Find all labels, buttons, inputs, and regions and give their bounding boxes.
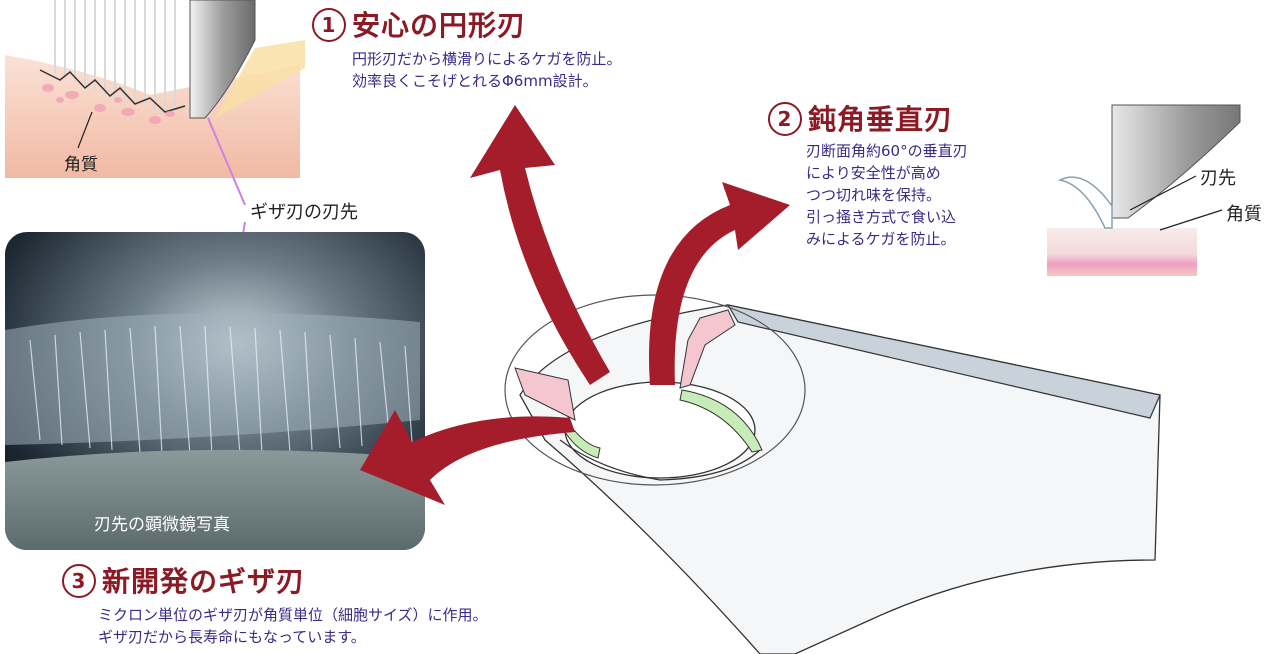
callus-leader-line xyxy=(77,111,93,149)
section1-description: 円形刃だから横滑りによるケガを防止。 効率良くこそげとれるΦ6mm設計。 xyxy=(352,48,622,92)
circular-blade-hole xyxy=(564,381,756,479)
section1-title-text: 安心の円形刃 xyxy=(352,9,527,42)
section2-line-4: 引っ掻き方式で食い込 xyxy=(806,208,957,226)
section2-line-3: つつ切れ味を保持。 xyxy=(806,186,942,204)
serration-teeth xyxy=(54,0,176,116)
lifted-callus-flake xyxy=(1057,176,1113,229)
section3-description: ミクロン単位のギザ刃が角質単位（細胞サイズ）に作用。 ギザ刃だから長寿命にもなっ… xyxy=(98,604,488,648)
microscope-photo xyxy=(5,232,425,550)
serrated-tip-label: ギザ刃の刃先 xyxy=(250,202,358,223)
section3-line-1: ミクロン単位のギザ刃が角質単位（細胞サイズ）に作用。 xyxy=(98,606,488,624)
serrated-edge-outline xyxy=(39,69,186,113)
blade-tip-topleft xyxy=(189,0,256,119)
section2-title-text: 鈍角垂直刃 xyxy=(808,103,954,136)
section1-number: 1 xyxy=(312,8,346,42)
section2-description: 刃断面角約60°の垂直刃 により安全性が高め つつ切れ味を保持。 引っ掻き方式で… xyxy=(806,140,968,250)
section3-number: 3 xyxy=(62,564,96,598)
section3-title-text: 新開発のギザ刃 xyxy=(102,565,306,598)
callus-right-leader xyxy=(1159,209,1223,231)
blade-hole-outer-ring xyxy=(504,294,806,486)
vertical-edge-highlight xyxy=(679,389,763,453)
callus-flakes xyxy=(42,84,175,124)
blade-tip-right xyxy=(1111,104,1241,219)
blade-edge-bevel xyxy=(726,304,1161,419)
blade-bevel-highlight xyxy=(215,40,305,118)
serrated-tip-leader-top xyxy=(207,117,246,206)
vertical-blade-cross-section xyxy=(1047,104,1241,276)
blade-tip-label: 刃先 xyxy=(1200,168,1236,189)
section1-line-1: 円形刃だから横滑りによるケガを防止。 xyxy=(352,50,622,68)
arrow-to-section3 xyxy=(360,410,575,505)
callus-label-topleft: 角質 xyxy=(64,155,98,175)
section2-number: 2 xyxy=(768,102,802,136)
arrow-to-section2 xyxy=(649,182,790,385)
feature-arrows xyxy=(360,105,790,505)
blade-tip-leader xyxy=(1129,175,1197,211)
circular-edge-highlight xyxy=(514,367,576,421)
callus-label-right: 角質 xyxy=(1226,204,1262,225)
micro-serrations xyxy=(29,325,413,456)
arrow-to-section1 xyxy=(470,105,610,385)
section3-line-2: ギザ刃だから長寿命にもなっています。 xyxy=(98,628,366,646)
blade-plate xyxy=(504,294,1161,654)
section2-line-5: みによるケガを防止。 xyxy=(806,230,956,248)
skin-cross-section-topleft xyxy=(5,0,305,178)
serrated-edge-highlight xyxy=(564,424,601,459)
section1-line-2: 効率良くこそげとれるΦ6mm設計。 xyxy=(352,72,598,90)
section2-line-1: 刃断面角約60°の垂直刃 xyxy=(806,142,968,160)
section2-line-2: により安全性が高め xyxy=(806,164,941,182)
vertical-edge-upper-highlight xyxy=(679,309,736,389)
micro-photo-caption: 刃先の顕微鏡写真 xyxy=(94,515,230,535)
